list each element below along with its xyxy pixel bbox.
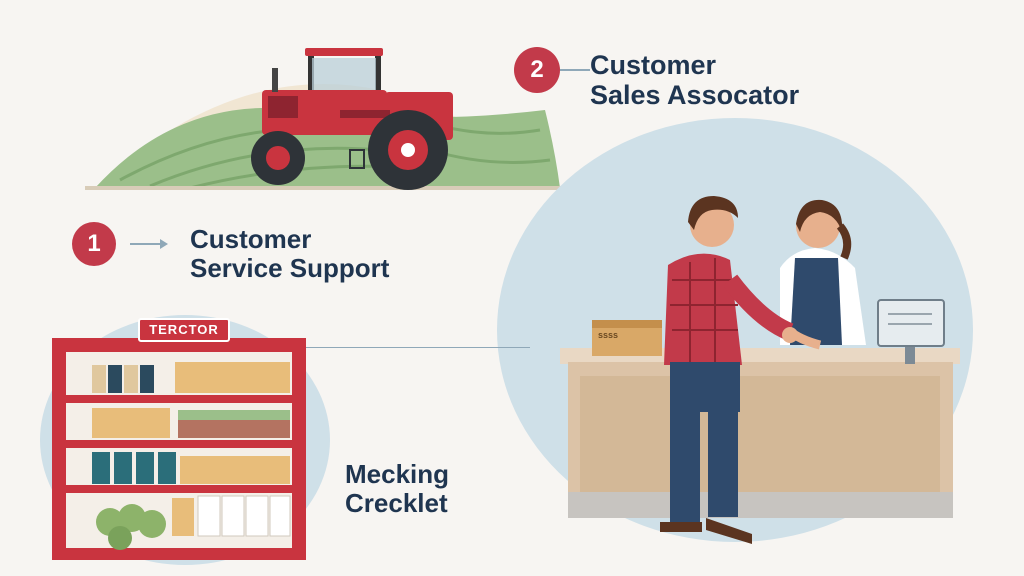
step-1-line-2: Service Support: [190, 253, 390, 284]
tractor-icon: [251, 48, 453, 190]
cashier-figure: [780, 199, 866, 350]
ground-line: [85, 186, 565, 190]
step-2-line-1: Customer: [590, 50, 717, 80]
checklist-line-1: Mecking: [345, 459, 450, 489]
checkout-scene: [497, 118, 973, 544]
products-row-1: [92, 362, 290, 393]
box-icon: [592, 324, 662, 356]
products-row-4: [96, 495, 291, 550]
farm-scene: [85, 48, 565, 190]
shelf-to-counter-connector: [306, 347, 530, 348]
checklist-label: Mecking Crecklet: [345, 459, 450, 519]
step-1-badge: 1: [72, 222, 116, 266]
shelf-sign: TERCTOR: [138, 318, 230, 342]
step-2-label: Customer Sales Assocator: [590, 50, 799, 110]
step-2-line-2: Sales Assocator: [590, 80, 800, 111]
products-row-2: [92, 408, 290, 438]
step-2-badge: 2: [514, 47, 560, 93]
box-label: ssss: [598, 330, 619, 340]
customer-figure: [660, 196, 798, 544]
checklist-line-2: Crecklet: [345, 488, 448, 519]
step-1-line-1: Customer: [190, 224, 312, 254]
step-1-connector: [130, 243, 162, 245]
step-1-arrow-icon: [160, 239, 168, 249]
products-row-3: [92, 452, 290, 484]
step-1-label: Customer Service Support: [190, 224, 390, 284]
step-2-connector: [560, 69, 590, 71]
shelf-scene: [40, 315, 330, 565]
